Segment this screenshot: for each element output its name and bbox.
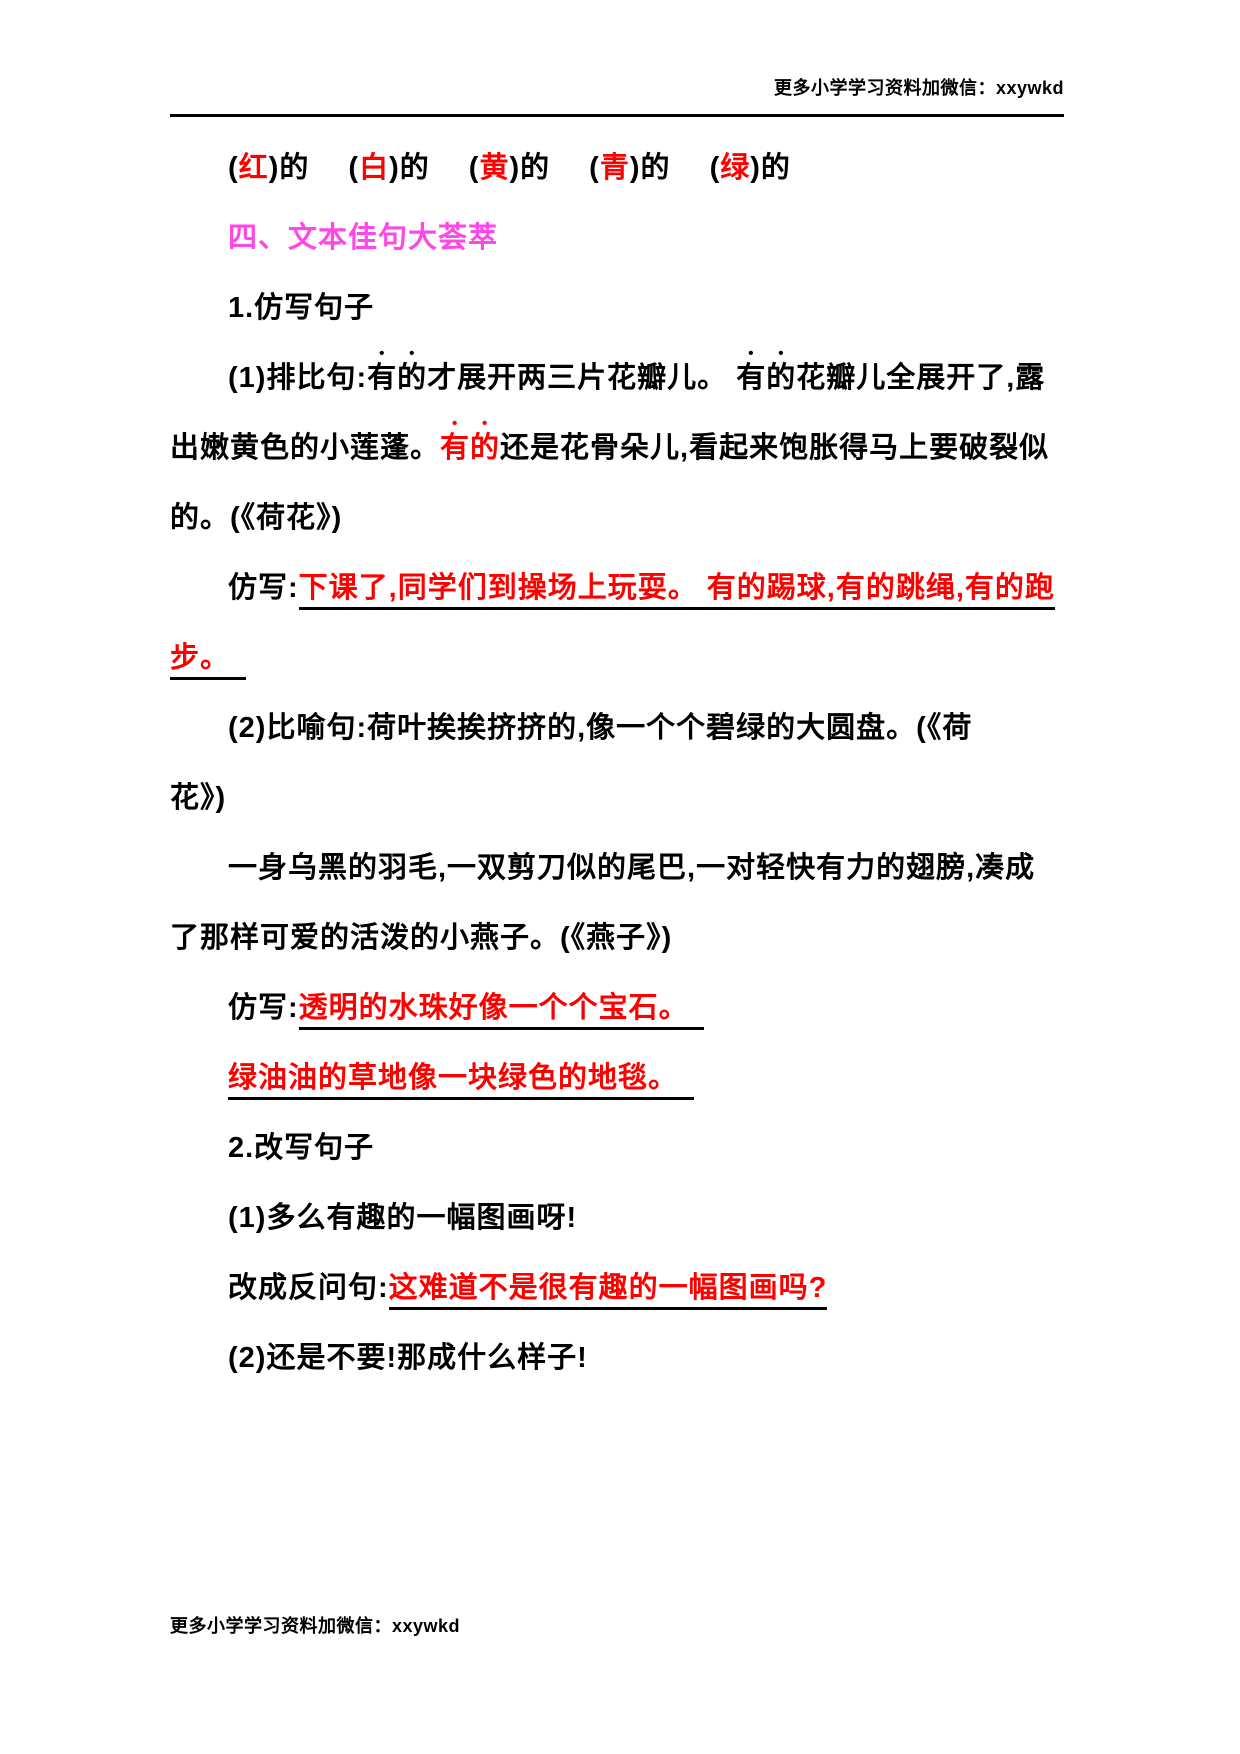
header-wechat-note: 更多小学学习资料加微信：xxywkd — [773, 78, 1064, 98]
text-line: 的。(《荷花》) — [170, 483, 1064, 553]
text-line: 改成反问句:这难道不是很有趣的一幅图画吗? — [170, 1253, 1064, 1323]
text-segment: 透明的水珠好像一个个宝石。 — [298, 992, 705, 1030]
text-line: 出嫩黄色的小莲蓬。有的还是花骨朵儿,看起来饱胀得马上要破裂似 — [170, 413, 1064, 483]
text-segment: 红 — [238, 152, 269, 184]
text-segment: 出嫩黄色的小莲蓬。 — [170, 432, 441, 464]
text-line: (1)多么有趣的一幅图画呀! — [170, 1183, 1064, 1253]
text-segment: 2.改写句子 — [228, 1132, 375, 1164]
text-line: 四、文本佳句大荟萃 — [170, 203, 1064, 273]
page-footer: 更多小学学习资料加微信：xxywkd — [170, 1612, 460, 1638]
header-divider — [170, 114, 1064, 117]
text-line: 1.仿写句子 — [170, 273, 1064, 343]
text-segment: 仿写: — [228, 992, 299, 1024]
text-line: (1)排比句:有的才展开两三片花瓣儿。 有的花瓣儿全展开了,露 — [170, 343, 1064, 413]
text-segment: (2)还是不要!那成什么样子! — [228, 1342, 588, 1374]
text-line: 绿油油的草地像一块绿色的地毯。 — [170, 1043, 1064, 1113]
text-segment: )的 ( — [389, 152, 480, 184]
text-line: 一身乌黑的羽毛,一双剪刀似的尾巴,一对轻快有力的翅膀,凑成 — [170, 833, 1064, 903]
text-segment: 这难道不是很有趣的一幅图画吗? — [388, 1272, 828, 1310]
text-segment: 还是花骨朵儿,看起来饱胀得马上要破裂似 — [500, 432, 1050, 464]
text-line: 步。 — [170, 623, 1064, 693]
text-segment: 青 — [599, 152, 630, 184]
text-segment: 步。 — [170, 642, 246, 680]
footer-wechat-note: 更多小学学习资料加微信：xxywkd — [170, 1616, 461, 1636]
text-segment: 下课了,同学们到操场上玩耍。 有的踢球,有的跳绳,有的跑 — [298, 572, 1055, 610]
text-line: 了那样可爱的活泼的小燕子。(《燕子》) — [170, 903, 1064, 973]
text-segment: 的。(《荷花》) — [170, 502, 343, 534]
text-segment: 黄 — [479, 152, 510, 184]
text-segment: 1.仿写句子 — [228, 292, 375, 324]
text-segment: ( — [228, 152, 239, 184]
text-segment: 才展开两三片花瓣儿。 — [427, 362, 737, 394]
text-line: 仿写:下课了,同学们到操场上玩耍。 有的踢球,有的跳绳,有的跑 — [170, 553, 1064, 623]
text-segment: )的 ( — [629, 152, 721, 184]
text-line: 仿写:透明的水珠好像一个个宝石。 — [170, 973, 1064, 1043]
text-segment: (1)排比句: — [228, 362, 368, 394]
text-line: 2.改写句子 — [170, 1113, 1064, 1183]
text-segment: 四、文本佳句大荟萃 — [228, 222, 499, 254]
text-line: (红)的 (白)的 (黄)的 (青)的 (绿)的 — [170, 133, 1064, 203]
text-line: (2)还是不要!那成什么样子! — [170, 1323, 1064, 1393]
text-segment: 绿 — [720, 152, 751, 184]
text-segment: 一身乌黑的羽毛,一双剪刀似的尾巴,一对轻快有力的翅膀,凑成 — [228, 852, 1036, 884]
text-segment: 了那样可爱的活泼的小燕子。(《燕子》) — [170, 922, 673, 954]
text-segment: 仿写: — [228, 572, 299, 604]
text-segment: (1)多么有趣的一幅图画呀! — [228, 1202, 578, 1234]
text-line: (2)比喻句:荷叶挨挨挤挤的,像一个个碧绿的大圆盘。(《荷 — [170, 693, 1064, 763]
text-segment: 改成反问句: — [228, 1272, 389, 1304]
text-segment: )的 — [750, 152, 791, 184]
text-segment: 绿油油的草地像一块绿色的地毯。 — [228, 1062, 694, 1100]
text-segment: 有的 — [736, 362, 797, 394]
text-segment: 有的 — [440, 432, 501, 464]
text-segment: )的 ( — [509, 152, 600, 184]
text-line: 花》) — [170, 763, 1064, 833]
text-segment: 白 — [359, 152, 390, 184]
text-segment: (2)比喻句:荷叶挨挨挤挤的,像一个个碧绿的大圆盘。(《荷 — [228, 712, 973, 744]
text-segment: 花》) — [170, 782, 227, 814]
page-header: 更多小学学习资料加微信：xxywkd — [0, 0, 1240, 100]
text-segment: 有的 — [367, 362, 428, 394]
text-segment: 花瓣儿全展开了,露 — [796, 362, 1046, 394]
text-segment: )的 ( — [268, 152, 360, 184]
